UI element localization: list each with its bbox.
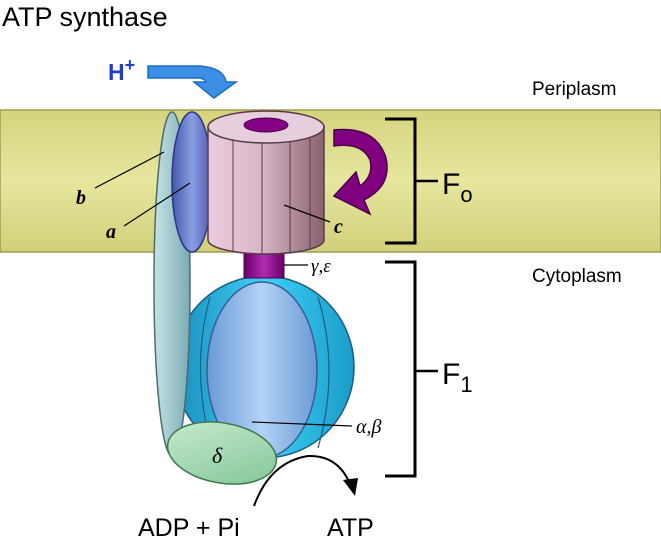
a-subunit bbox=[171, 111, 213, 253]
rotation-arrow bbox=[332, 128, 388, 216]
proton-label-base: H bbox=[108, 59, 125, 85]
proton-arrow bbox=[147, 65, 239, 99]
alpha-beta-label: α,β bbox=[356, 416, 381, 438]
reaction-arrowhead bbox=[343, 478, 358, 496]
b-leader-line bbox=[94, 151, 165, 189]
gamma-epsilon-label: γ,ε bbox=[311, 256, 331, 277]
f1-label-base: F bbox=[442, 358, 460, 391]
fo-label-sub: o bbox=[460, 182, 472, 207]
c-ring-body bbox=[207, 126, 325, 255]
proton-label: H+ bbox=[108, 55, 135, 85]
periplasm-label: Periplasm bbox=[532, 79, 616, 100]
fo-label: Fo bbox=[442, 168, 473, 207]
b-subunit-label: b bbox=[76, 187, 86, 209]
delta-subunit-label: δ bbox=[212, 443, 223, 468]
fo-label-base: F bbox=[442, 168, 460, 201]
f1-lobe-divider-right bbox=[317, 296, 330, 449]
atp-label: ATP bbox=[327, 514, 374, 541]
diagram-title: ATP synthase bbox=[2, 2, 168, 32]
c-leader-line bbox=[283, 204, 331, 223]
alpha-beta-leader-line bbox=[251, 421, 353, 427]
f1-label: F1 bbox=[442, 358, 473, 397]
reaction-arrow bbox=[253, 454, 351, 507]
delta-subunit bbox=[166, 421, 278, 485]
a-leader-line bbox=[123, 182, 191, 227]
f1-bracket bbox=[385, 260, 417, 478]
adp-pi-label: ADP + Pi bbox=[138, 514, 240, 541]
cytoplasm-label: Cytoplasm bbox=[532, 266, 622, 287]
c-ring-hole bbox=[243, 117, 289, 133]
proton-label-charge: + bbox=[125, 55, 136, 75]
a-subunit-label: a bbox=[106, 221, 116, 243]
f1-label-sub: 1 bbox=[460, 372, 472, 397]
c-subunit-label: c bbox=[334, 216, 343, 238]
membrane-band bbox=[0, 109, 661, 253]
